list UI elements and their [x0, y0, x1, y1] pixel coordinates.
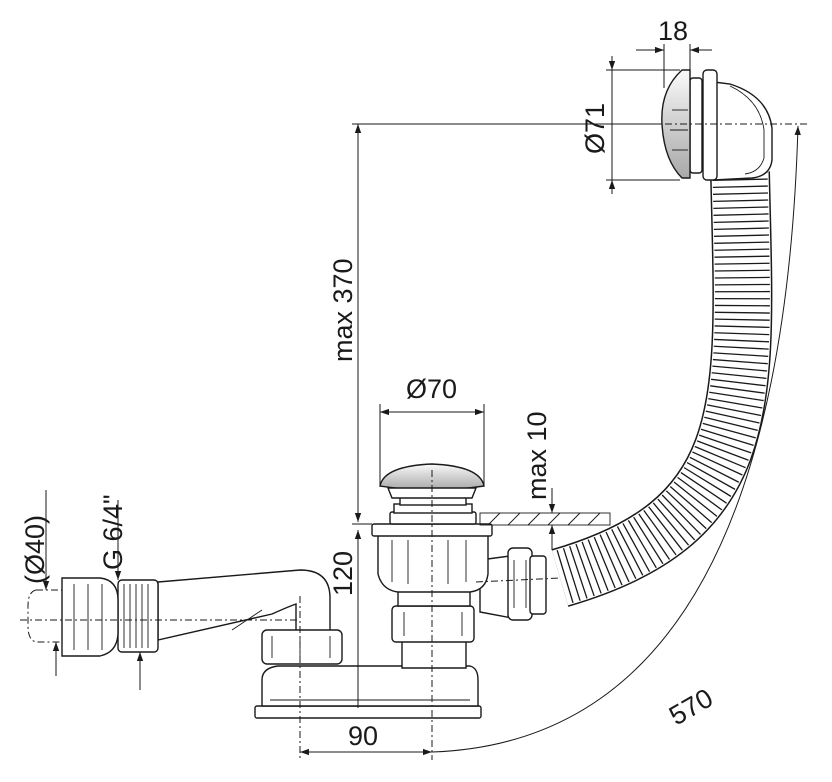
flexible-hose [551, 171, 773, 607]
label-max-height: max 370 [328, 258, 358, 362]
label-outlet-offset: 90 [348, 721, 378, 751]
label-total-length: 570 [664, 683, 718, 732]
label-outlet-diameter: (Ø40) [20, 515, 50, 584]
dimension-lines [42, 44, 801, 756]
hose-connector [479, 547, 547, 621]
label-plug-travel: max 10 [522, 411, 552, 500]
label-waste-diameter: Ø70 [406, 374, 457, 404]
dimension-labels: 18 Ø71 max 370 Ø70 max 10 120 90 570 G 6… [20, 16, 718, 751]
label-overflow-diameter: Ø71 [580, 103, 610, 154]
trap-body [254, 523, 493, 719]
threaded-connector [117, 579, 159, 653]
outlet-elbow [157, 569, 343, 665]
label-thread-size: G 6/4" [98, 494, 128, 570]
label-overflow-depth: 18 [658, 16, 688, 46]
compression-nut [27, 577, 119, 657]
label-trap-height: 120 [328, 551, 358, 596]
plug-travel-hatch [479, 512, 611, 526]
overflow-head [661, 69, 773, 181]
